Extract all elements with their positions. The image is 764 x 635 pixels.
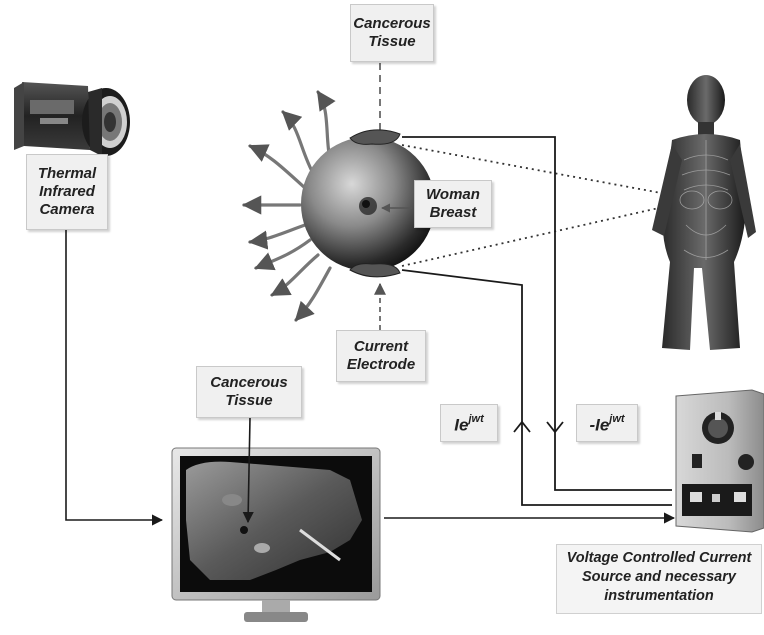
human-body-icon (652, 75, 756, 350)
cancerous-tissue-monitor-label: Cancerous Tissue (196, 366, 302, 418)
current-electrode-label: Current Electrode (336, 330, 426, 382)
monitor-icon (172, 448, 380, 622)
thermal-camera-icon (14, 82, 130, 156)
current-source-box-icon (676, 390, 764, 532)
current-out-label: -Iejwt (576, 404, 638, 442)
woman-breast-label: Woman Breast (414, 180, 492, 228)
current-source-caption: Voltage Controlled Current Source and ne… (556, 544, 762, 614)
cancerous-tissue-top-label: Cancerous Tissue (350, 4, 434, 62)
current-in-label: Iejwt (440, 404, 498, 442)
thermal-camera-label: Thermal Infrared Camera (26, 154, 108, 230)
